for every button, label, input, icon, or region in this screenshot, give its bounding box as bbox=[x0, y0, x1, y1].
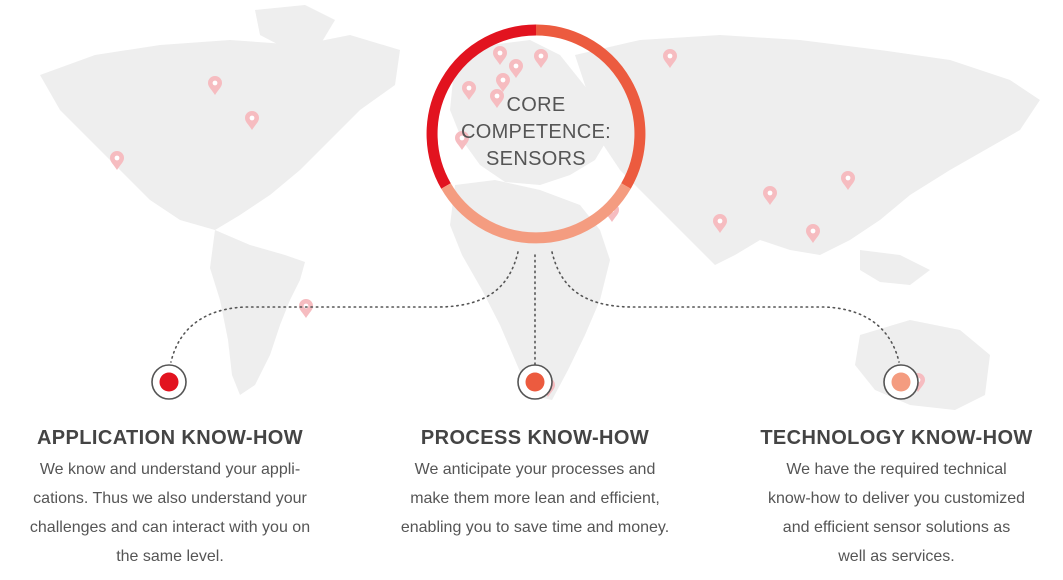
core-line-3: SENSORS bbox=[486, 148, 586, 170]
location-pin-icon bbox=[806, 224, 820, 243]
node-application bbox=[151, 364, 187, 400]
location-pin-hole bbox=[494, 93, 500, 99]
text-line: make them more lean and efficient, bbox=[410, 490, 660, 507]
node-technology bbox=[883, 364, 919, 400]
application-know-how-column: APPLICATION KNOW-HOW We know and underst… bbox=[0, 424, 340, 571]
location-pin-hole bbox=[513, 63, 519, 69]
location-pin-hole bbox=[538, 53, 544, 59]
location-pin-hole bbox=[500, 77, 506, 83]
location-pin-hole bbox=[497, 50, 503, 56]
location-pin-hole bbox=[845, 175, 851, 181]
location-pin-icon bbox=[208, 76, 222, 95]
core-competence-label: CORE COMPETENCE: SENSORS bbox=[441, 92, 631, 173]
text-line: well as services. bbox=[838, 548, 955, 565]
technology-know-how-title: TECHNOLOGY KNOW-HOW bbox=[760, 427, 1033, 449]
location-pin-icon bbox=[841, 171, 855, 190]
technology-know-how-text: We have the required technical know-how … bbox=[730, 455, 1063, 571]
text-line: We have the required technical bbox=[786, 461, 1007, 478]
location-pin-icon bbox=[245, 111, 259, 130]
location-pin-icon bbox=[663, 49, 677, 68]
location-pin-hole bbox=[212, 80, 218, 86]
text-line: challenges and can interact with you on bbox=[29, 519, 311, 536]
text-line: enabling you to save time and money. bbox=[400, 519, 670, 536]
text-line: the same level. bbox=[116, 548, 224, 565]
location-pin-icon bbox=[462, 81, 476, 100]
ring-segment-orange bbox=[535, 24, 646, 189]
process-know-how-title: PROCESS KNOW-HOW bbox=[420, 427, 650, 449]
text-line: We anticipate your processes and bbox=[414, 461, 656, 478]
location-pin-hole bbox=[767, 190, 773, 196]
core-line-1: CORE bbox=[506, 94, 566, 116]
text-line: know-how to deliver you customized bbox=[767, 490, 1025, 507]
text-line: We know and understand your appli- bbox=[39, 461, 301, 478]
ring-segment-peach bbox=[441, 183, 631, 244]
location-pin-icon bbox=[509, 59, 523, 78]
core-line-2: COMPETENCE: bbox=[461, 121, 611, 143]
location-pin-hole bbox=[459, 135, 465, 141]
text-line: and efficient sensor solutions as bbox=[782, 519, 1011, 536]
node-process bbox=[517, 364, 553, 400]
text-line: cations. Thus we also understand your bbox=[33, 490, 307, 507]
ring-segment-red bbox=[426, 24, 537, 189]
core-competence-ring bbox=[426, 24, 646, 244]
application-know-how-title: APPLICATION KNOW-HOW bbox=[36, 427, 304, 449]
technology-know-how-column: TECHNOLOGY KNOW-HOW We have the required… bbox=[730, 424, 1063, 571]
location-pin-icon bbox=[713, 214, 727, 233]
location-pin-hole bbox=[466, 85, 472, 91]
location-pin-icon bbox=[455, 131, 469, 150]
world-map bbox=[40, 5, 1040, 410]
location-pin-hole bbox=[667, 53, 673, 59]
dotted-connectors bbox=[170, 251, 900, 368]
location-pin-icon bbox=[496, 73, 510, 92]
location-pin-hole bbox=[249, 115, 255, 121]
location-pin-hole bbox=[114, 155, 120, 161]
location-pin-icon bbox=[299, 299, 313, 318]
location-pin-hole bbox=[717, 218, 723, 224]
application-know-how-text: We know and understand your appli- catio… bbox=[0, 455, 340, 571]
location-pin-icon bbox=[110, 151, 124, 170]
location-pin-icon bbox=[763, 186, 777, 205]
location-pin-icon bbox=[534, 49, 548, 68]
location-pin-icon bbox=[490, 89, 504, 108]
process-know-how-column: PROCESS KNOW-HOW We anticipate your proc… bbox=[365, 424, 705, 542]
process-know-how-text: We anticipate your processes and make th… bbox=[365, 455, 705, 542]
location-pin-hole bbox=[810, 228, 816, 234]
location-pin-icon bbox=[493, 46, 507, 65]
